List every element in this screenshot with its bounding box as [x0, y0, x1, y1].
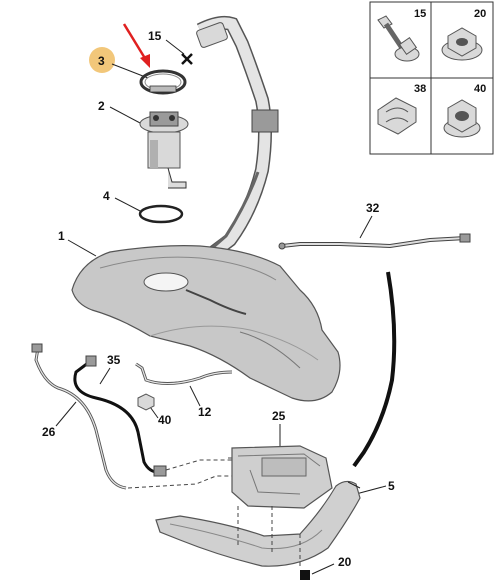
x-mark-icon	[181, 53, 193, 65]
fuel-pump-module	[139, 111, 189, 189]
hex-nut-icon	[443, 99, 481, 138]
callout-12: 12	[198, 405, 212, 419]
wiring-harness-35	[73, 355, 167, 477]
fastener-inset: 15 20 38 40	[369, 1, 494, 155]
filler-pipe	[196, 15, 279, 258]
callout-35: 35	[107, 353, 121, 367]
inset-label-15: 15	[414, 8, 426, 20]
callout-5: 5	[388, 479, 395, 493]
callout-25: 25	[272, 409, 286, 423]
callout-2: 2	[98, 99, 105, 113]
tank-strap-32	[278, 233, 471, 250]
clip-icon	[377, 97, 417, 135]
callout-1: 1	[58, 229, 65, 243]
breather-pipe-12	[135, 362, 233, 385]
nut-20-marker	[300, 570, 310, 580]
callout-20: 20	[338, 555, 352, 569]
black-strap	[352, 271, 397, 468]
callout-32: 32	[366, 201, 380, 215]
heat-shield	[155, 480, 361, 567]
callout-15: 15	[148, 29, 162, 43]
seal-ring	[138, 204, 184, 224]
inset-label-40: 40	[474, 83, 486, 95]
inset-label-20: 20	[474, 8, 486, 20]
fuel-tank	[71, 245, 341, 402]
fuel-line-26	[31, 343, 127, 490]
callout-26: 26	[42, 425, 56, 439]
inset-label-38: 38	[414, 83, 426, 95]
callout-40: 40	[158, 413, 172, 427]
flange-nut-icon	[441, 27, 483, 61]
charcoal-canister	[231, 445, 333, 509]
hex-nut-40	[137, 393, 155, 411]
red-arrow-icon	[122, 23, 150, 68]
bolt-icon	[377, 15, 420, 62]
lock-ring	[139, 69, 187, 95]
callout-4: 4	[103, 189, 110, 203]
callout-3: 3	[98, 54, 105, 68]
highlight-badge	[89, 47, 115, 73]
